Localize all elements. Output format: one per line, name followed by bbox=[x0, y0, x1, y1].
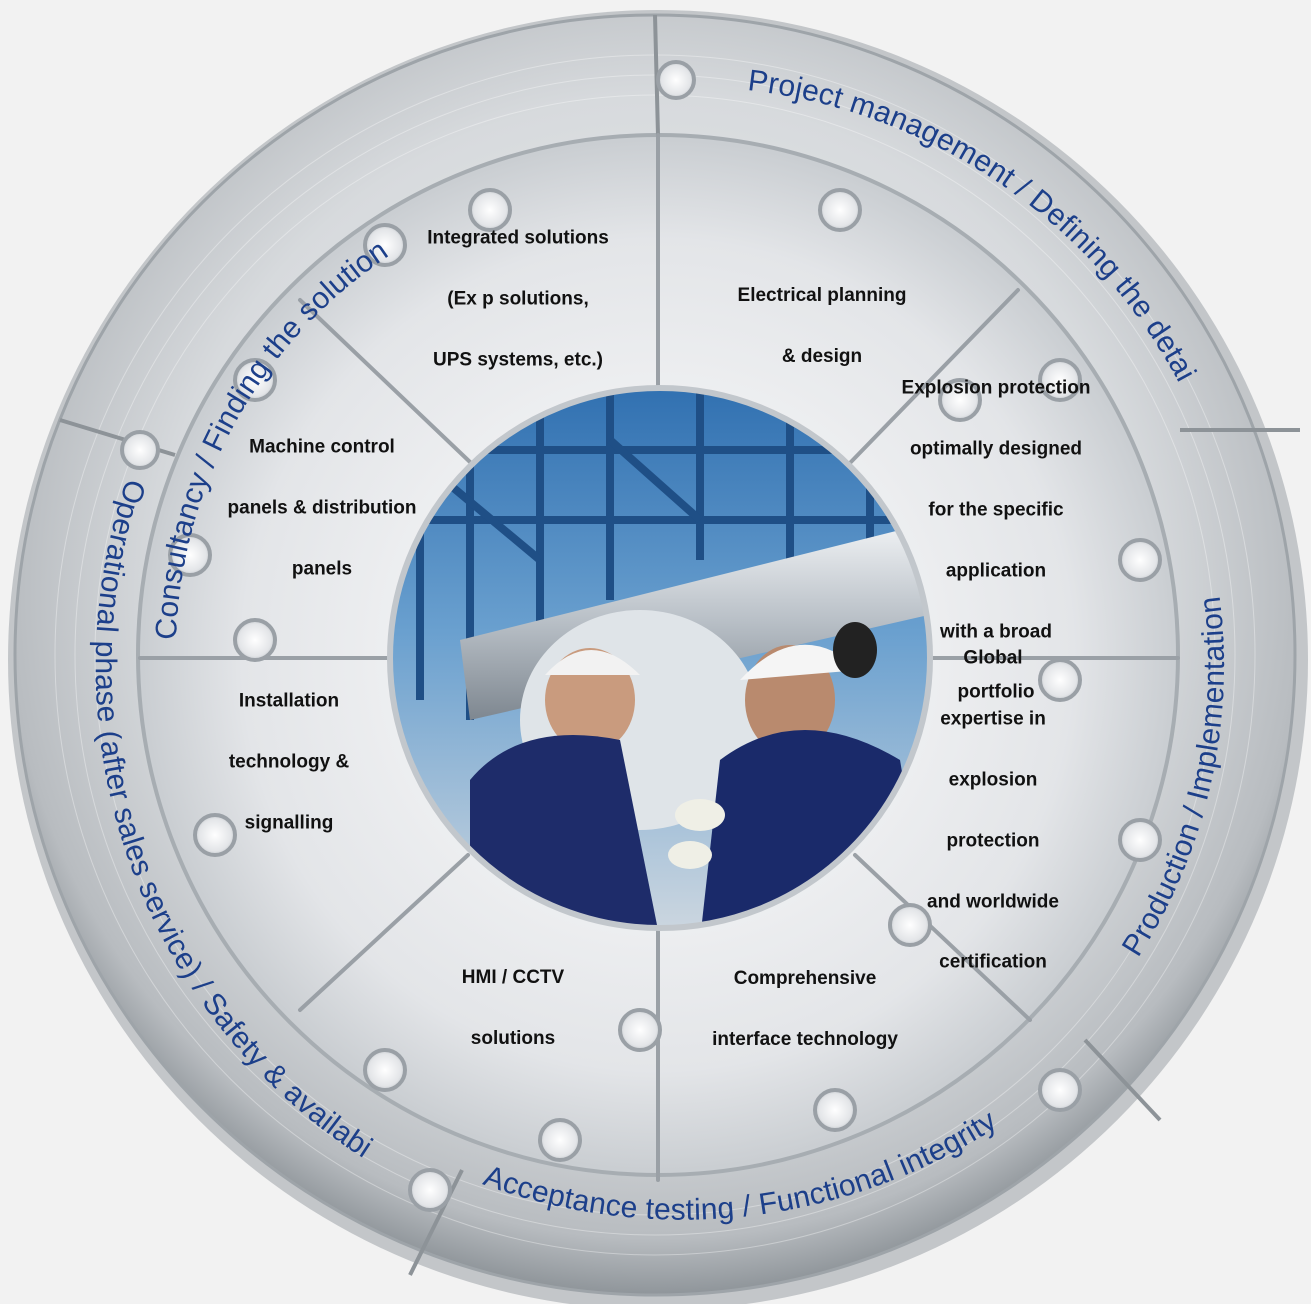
segment-line: & design bbox=[781, 346, 863, 368]
segment-line: panels & distribution bbox=[227, 497, 417, 519]
segment-line: certification bbox=[939, 951, 1047, 973]
segment-line: Integrated solutions bbox=[427, 228, 609, 250]
puzzle-knobs bbox=[120, 60, 1162, 1212]
segment-line: Installation bbox=[238, 691, 340, 713]
segment-line: for the specific bbox=[928, 499, 1064, 521]
photo-rim bbox=[387, 385, 933, 931]
segment-installation-technology: Installation technology & signalling bbox=[229, 657, 349, 870]
segment-line: panels bbox=[291, 558, 353, 580]
segment-line: interface technology bbox=[712, 1029, 898, 1051]
segment-hmi-cctv: HMI / CCTV solutions bbox=[462, 933, 564, 1085]
segment-line: application bbox=[945, 560, 1047, 582]
segment-line: portfolio bbox=[957, 681, 1035, 703]
segment-line: technology & bbox=[228, 751, 350, 773]
segment-line: Explosion protection bbox=[901, 377, 1091, 399]
segment-line: UPS systems, etc.) bbox=[432, 349, 604, 371]
segment-global-expertise: Global expertise in explosion protection… bbox=[927, 613, 1059, 1008]
segment-line: signalling bbox=[244, 812, 334, 834]
segment-line: solutions bbox=[470, 1028, 556, 1050]
segment-electrical-planning: Electrical planning & design bbox=[738, 251, 907, 403]
segment-line: optimally designed bbox=[909, 438, 1083, 460]
segment-line: Comprehensive bbox=[733, 968, 877, 990]
segment-line: expertise in bbox=[940, 708, 1046, 730]
segment-line: Global bbox=[963, 647, 1023, 669]
segment-explosion-protection: Explosion protection optimally designed … bbox=[902, 343, 1091, 738]
segment-integrated-solutions: Integrated solutions (Ex p solutions, UP… bbox=[427, 194, 609, 407]
segment-line: (Ex p solutions, bbox=[447, 288, 589, 310]
segment-line: explosion bbox=[948, 769, 1038, 791]
segment-line: and worldwide bbox=[927, 890, 1059, 912]
segment-interface-technology: Comprehensive interface technology bbox=[712, 934, 898, 1086]
segment-line: with a broad bbox=[940, 620, 1052, 642]
segment-line: Machine control bbox=[249, 437, 395, 459]
segment-line: Electrical planning bbox=[737, 285, 907, 307]
segment-line: HMI / CCTV bbox=[461, 967, 565, 989]
segment-machine-control-panels: Machine control panels & distribution pa… bbox=[228, 403, 417, 616]
segment-line: protection bbox=[946, 830, 1040, 852]
